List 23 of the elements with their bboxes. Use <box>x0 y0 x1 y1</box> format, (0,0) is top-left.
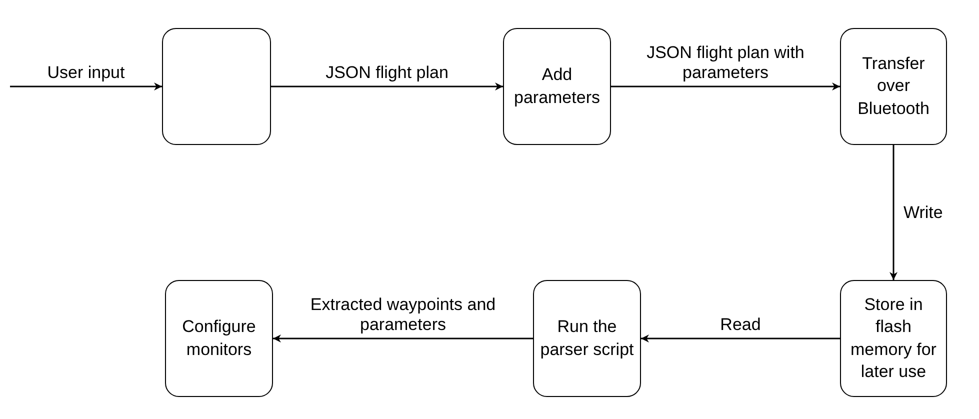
edge-label: JSON flight plan with parameters <box>646 42 806 84</box>
arrow <box>10 82 162 90</box>
node-text: Add parameters <box>513 64 601 108</box>
arrow <box>611 82 840 90</box>
node-text: Transfer over Bluetooth <box>856 53 930 120</box>
arrow <box>641 334 840 342</box>
process-box <box>840 28 947 145</box>
process-box <box>162 28 271 145</box>
arrow <box>271 82 503 90</box>
node-text: Store in flash memory for later use <box>850 294 938 383</box>
process-box <box>533 280 641 397</box>
process-box <box>165 280 273 397</box>
edge-label: Write <box>904 202 943 223</box>
arrow <box>890 145 898 280</box>
edge-label: JSON flight plan <box>324 63 450 84</box>
process-box <box>840 280 947 397</box>
node-text: Run the parser script <box>539 316 635 360</box>
arrow <box>273 334 533 342</box>
edge-label: Read <box>719 315 762 336</box>
edge-label: Extracted waypoints and parameters <box>309 294 497 336</box>
process-box <box>503 28 611 145</box>
edge-label: User input <box>46 63 126 84</box>
node-text: Configure monitors <box>181 316 257 360</box>
